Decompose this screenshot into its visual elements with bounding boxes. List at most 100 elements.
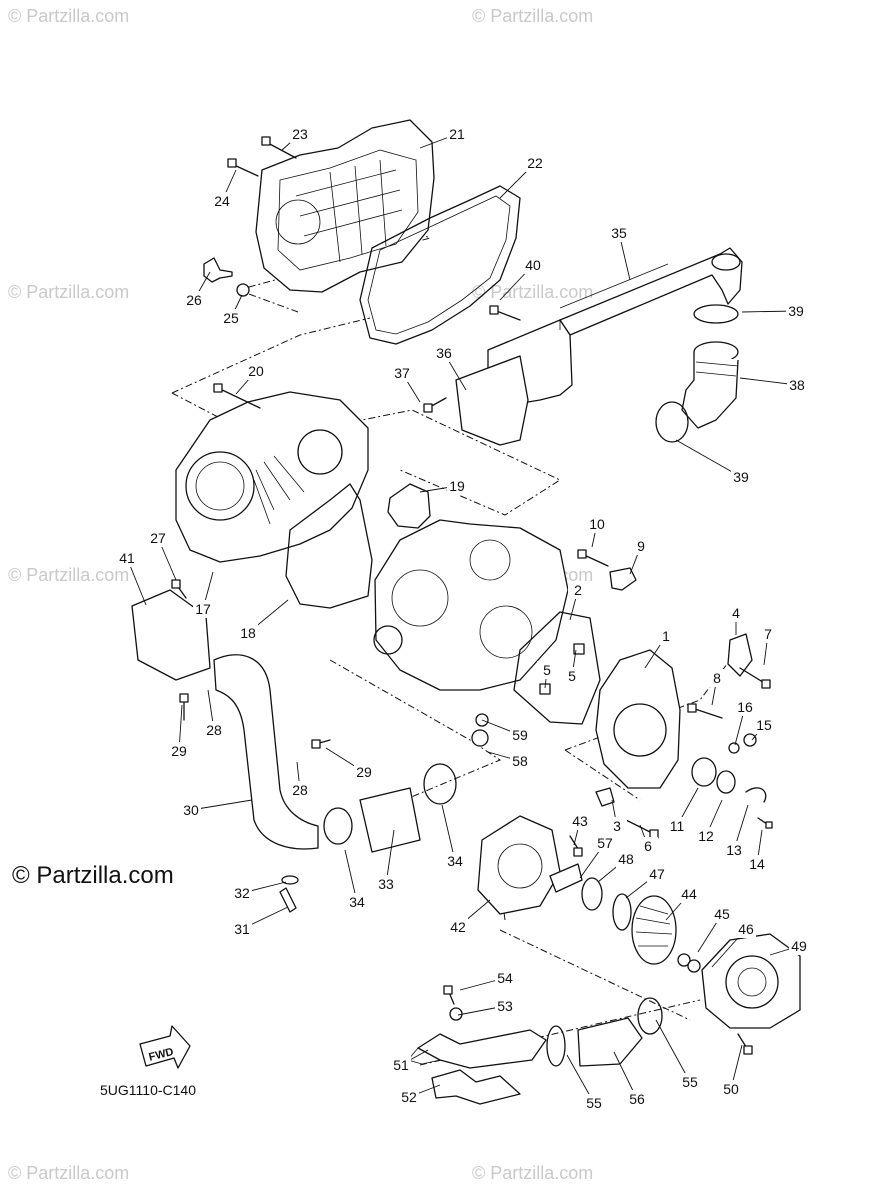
- callout-bg-26: [184, 291, 204, 309]
- callout-label-10: 10: [589, 516, 605, 532]
- callout-label-22: 22: [527, 155, 543, 171]
- intake-hose-30: [213, 654, 319, 850]
- callout-label-36: 36: [436, 345, 452, 361]
- washer-25: [236, 283, 250, 297]
- callout-bg-22: [525, 154, 545, 172]
- callout-bg-49: [789, 937, 809, 955]
- watermark-top-center: © Partzilla.com: [472, 6, 594, 26]
- callout-label-33: 33: [378, 876, 394, 892]
- callout-bg-24: [212, 192, 232, 210]
- callout-bg-39: [786, 302, 806, 320]
- callout-label-27: 27: [150, 530, 166, 546]
- callout-label-18: 18: [240, 625, 256, 641]
- drain-31: [279, 887, 297, 913]
- callout-bg-8: [707, 669, 727, 687]
- hose-clamp-39a: [693, 304, 739, 324]
- callout-bg-13: [724, 841, 744, 859]
- callout-label-37: 37: [394, 365, 410, 381]
- bearing-11: [691, 757, 717, 787]
- clamp-34b: [423, 763, 457, 805]
- gasket-22: [359, 185, 521, 345]
- plug-58: [471, 729, 489, 747]
- callout-label-57: 57: [597, 835, 613, 851]
- leader-line-34: [441, 804, 456, 862]
- pipe-51-outlet: [407, 1047, 441, 1065]
- callout-label-47: 47: [649, 866, 665, 882]
- callout-bg-30: [181, 801, 201, 819]
- callout-bg-20: [246, 362, 266, 380]
- callout-bg-59: [510, 726, 530, 744]
- leader-line-55: [655, 1019, 691, 1083]
- callout-bg-28: [290, 781, 310, 799]
- callout-label-32: 32: [234, 885, 250, 901]
- gasket-2: [513, 611, 601, 725]
- clamp-55b: [637, 997, 663, 1035]
- washer-53: [449, 1007, 463, 1021]
- callout-bg-10: [587, 515, 607, 533]
- dowel-pin-5b: [573, 643, 585, 655]
- callout-label-20: 20: [248, 363, 264, 379]
- o-ring-59: [475, 713, 489, 727]
- callout-label-49: 49: [791, 938, 807, 954]
- callout-bg-25: [221, 309, 241, 327]
- clutch-cover-outer-21: [255, 119, 435, 293]
- callout-bg-50: [721, 1080, 741, 1098]
- callout-label-25: 25: [223, 310, 239, 326]
- callout-label-46: 46: [738, 921, 754, 937]
- callout-bg-5: [562, 667, 582, 685]
- oil-seal-12: [716, 770, 736, 794]
- seal-48: [581, 877, 603, 911]
- callout-bg-6: [638, 837, 658, 855]
- callout-label-39: 39: [788, 303, 804, 319]
- callout-bg-35: [609, 224, 629, 242]
- callout-bg-54: [495, 969, 515, 987]
- callout-label-5: 5: [568, 668, 576, 684]
- callout-bg-58: [510, 752, 530, 770]
- callout-bg-34: [445, 852, 465, 870]
- callout-bg-56: [627, 1090, 647, 1108]
- duct-joint-41: [131, 589, 211, 681]
- callout-bg-45: [712, 905, 732, 923]
- callout-bg-41: [117, 549, 137, 567]
- nut-46: [687, 959, 701, 973]
- pump-housing-gasket-42: [477, 815, 561, 915]
- callout-label-43: 43: [572, 813, 588, 829]
- shaft-57: [549, 863, 583, 893]
- callout-label-39: 39: [733, 469, 749, 485]
- callout-label-34: 34: [447, 853, 463, 869]
- hose-clamp-39b: [655, 401, 689, 443]
- callout-label-51: 51: [393, 1057, 409, 1073]
- callout-label-14: 14: [749, 856, 765, 872]
- callout-bg-55: [680, 1073, 700, 1091]
- callout-label-58: 58: [512, 753, 528, 769]
- callout-label-23: 23: [292, 126, 308, 142]
- watermark-bottom-left: © Partzilla.com: [8, 1163, 130, 1183]
- bracket-9: [609, 567, 637, 591]
- watermark-mid-left-2: © Partzilla.com: [8, 565, 130, 585]
- callout-bg-31: [232, 920, 252, 938]
- damper-52: [431, 1069, 521, 1105]
- callout-label-31: 31: [234, 921, 250, 937]
- crankcase-cover-1: [595, 649, 681, 789]
- callout-label-42: 42: [450, 919, 466, 935]
- callout-bg-5: [537, 661, 557, 679]
- clamp-3: [595, 787, 615, 807]
- callout-bg-15: [754, 716, 774, 734]
- plug-15: [743, 733, 757, 747]
- gasket-22-inner: [367, 195, 511, 335]
- callout-label-3: 3: [613, 818, 621, 834]
- callout-bg-29: [169, 742, 189, 760]
- callout-label-35: 35: [611, 225, 627, 241]
- callout-label-8: 8: [713, 670, 721, 686]
- screw-26: [203, 257, 233, 283]
- clamp-55a: [546, 1025, 566, 1067]
- callout-label-50: 50: [723, 1081, 739, 1097]
- clamp-32: [281, 875, 299, 885]
- leader-line-30: [190, 799, 253, 811]
- callout-label-19: 19: [449, 478, 465, 494]
- duct-bracket-36: [455, 355, 529, 446]
- watermark-top-left: © Partzilla.com: [8, 6, 130, 26]
- callout-bg-29: [354, 763, 374, 781]
- callout-label-24: 24: [214, 193, 230, 209]
